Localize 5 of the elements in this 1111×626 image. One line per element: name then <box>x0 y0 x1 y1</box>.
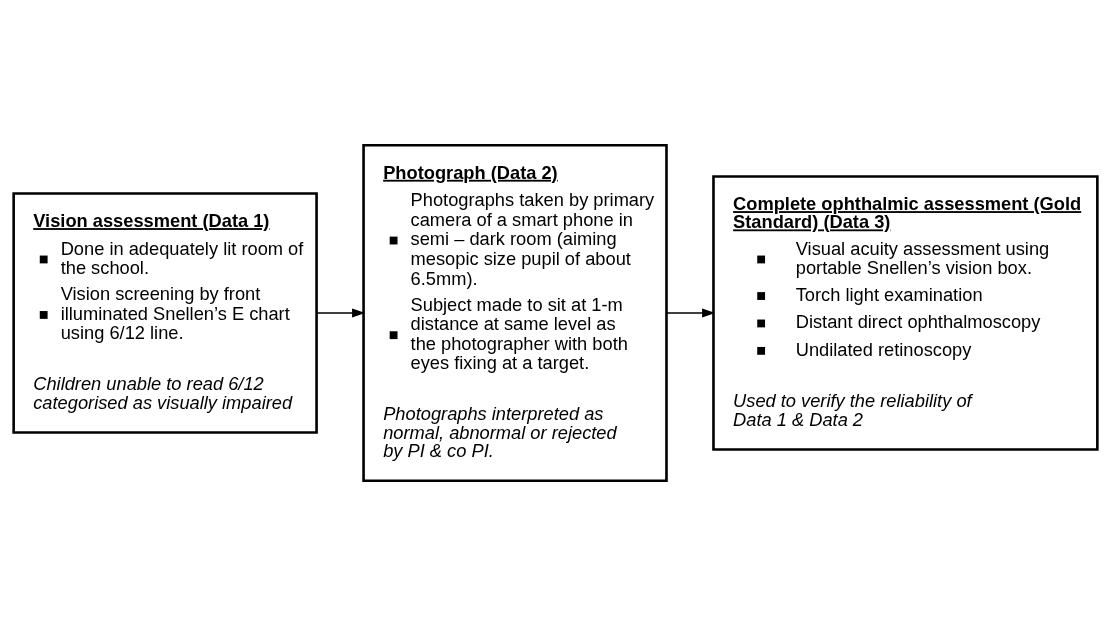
node-box: Photograph (Data 2) Photographs taken by primary camera of a smart phone in semi – dark room (aiming mesopic size pupil of about 6.5mm). Subject made to sit at 1-m distance at same level as the photographer with both eyes fixing at a target. Photographs interpreted as normal, abnormal or rejected by PI & co PI. <box>362 143 668 483</box>
arrow <box>666 308 716 318</box>
arrow <box>316 308 366 318</box>
node-box: Vision assessment (Data 1) Done in adequately lit room of the school. Vision screening by front illuminated Snellen’s E chart using 6/12 line. Children unable to read 6/12 categorised as visually impaired <box>12 192 318 434</box>
node-box: Complete ophthalmic assessment (Gold Standard) (Data 3) Visual acuity assessment using portable Snellen’s vision box. Torch light examination Distant direct ophthalmoscopy Undilated retinoscopy Used to verify the reliability of Data 1 & Data 2 <box>712 175 1099 451</box>
